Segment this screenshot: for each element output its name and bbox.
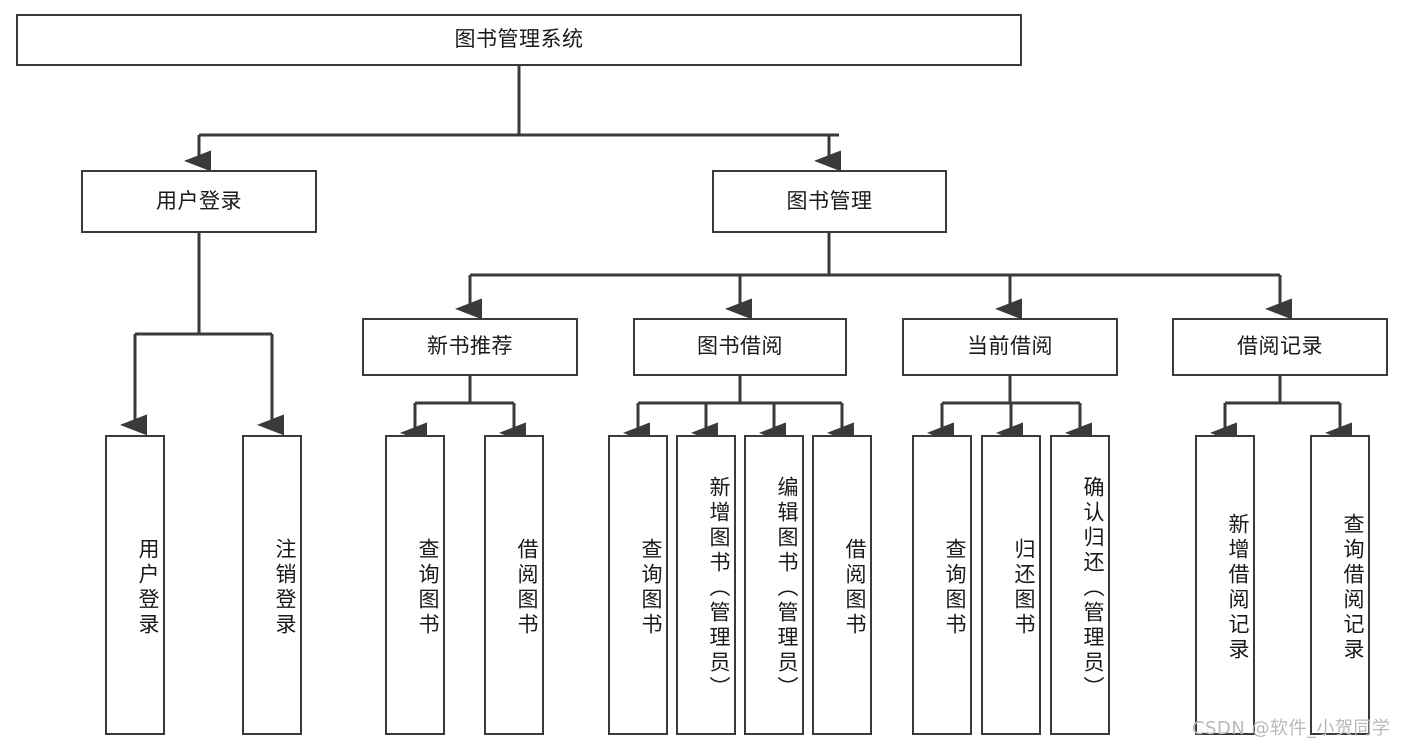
leaf-current-query-book[interactable]: 查询图书 — [912, 435, 972, 735]
leaf-borrow-query-book[interactable]: 查询图书 — [608, 435, 668, 735]
node-book-management[interactable]: 图书管理 — [712, 170, 947, 233]
node-label: 注销登录 — [273, 538, 297, 638]
node-new-book-recommend[interactable]: 新书推荐 — [362, 318, 578, 376]
node-label: 查询图书 — [416, 538, 440, 638]
leaf-user-login-signin[interactable]: 用户登录 — [105, 435, 165, 735]
node-label: 借阅图书 — [515, 538, 539, 638]
node-label: 新增图书（管理员） — [707, 475, 731, 701]
node-label: 查询图书 — [639, 538, 663, 638]
csdn-watermark: CSDN @软件_小贺同学 — [1192, 718, 1391, 739]
node-label: 借阅记录 — [1237, 334, 1323, 359]
node-label: 新增借阅记录 — [1226, 513, 1250, 663]
leaf-borrow-borrow-book[interactable]: 借阅图书 — [812, 435, 872, 735]
leaf-borrow-edit-book-admin[interactable]: 编辑图书（管理员） — [744, 435, 804, 735]
node-label: 新书推荐 — [427, 334, 513, 359]
leaf-current-confirm-return-admin[interactable]: 确认归还（管理员） — [1050, 435, 1110, 735]
node-label: 图书管理系统 — [454, 27, 584, 52]
leaf-borrow-add-book-admin[interactable]: 新增图书（管理员） — [676, 435, 736, 735]
node-label: 查询借阅记录 — [1341, 513, 1365, 663]
node-label: 确认归还（管理员） — [1081, 475, 1105, 701]
node-label: 编辑图书（管理员） — [775, 475, 799, 701]
node-label: 用户登录 — [156, 188, 242, 213]
node-label: 当前借阅 — [967, 334, 1053, 359]
node-label: 图书借阅 — [697, 334, 783, 359]
node-label: 查询图书 — [943, 538, 967, 638]
node-label: 用户登录 — [136, 538, 160, 638]
leaf-user-login-signout[interactable]: 注销登录 — [242, 435, 302, 735]
leaf-record-add[interactable]: 新增借阅记录 — [1195, 435, 1255, 735]
node-book-borrow[interactable]: 图书借阅 — [633, 318, 847, 376]
node-user-login[interactable]: 用户登录 — [81, 170, 317, 233]
node-current-borrow[interactable]: 当前借阅 — [902, 318, 1118, 376]
leaf-current-return-book[interactable]: 归还图书 — [981, 435, 1041, 735]
node-borrow-record[interactable]: 借阅记录 — [1172, 318, 1388, 376]
node-label: 图书管理 — [786, 188, 873, 213]
node-root-library-system[interactable]: 图书管理系统 — [16, 14, 1022, 66]
leaf-record-query[interactable]: 查询借阅记录 — [1310, 435, 1370, 735]
node-label: 借阅图书 — [843, 538, 867, 638]
leaf-new-book-query[interactable]: 查询图书 — [385, 435, 445, 735]
node-label: 归还图书 — [1012, 538, 1036, 638]
leaf-new-book-borrow[interactable]: 借阅图书 — [484, 435, 544, 735]
